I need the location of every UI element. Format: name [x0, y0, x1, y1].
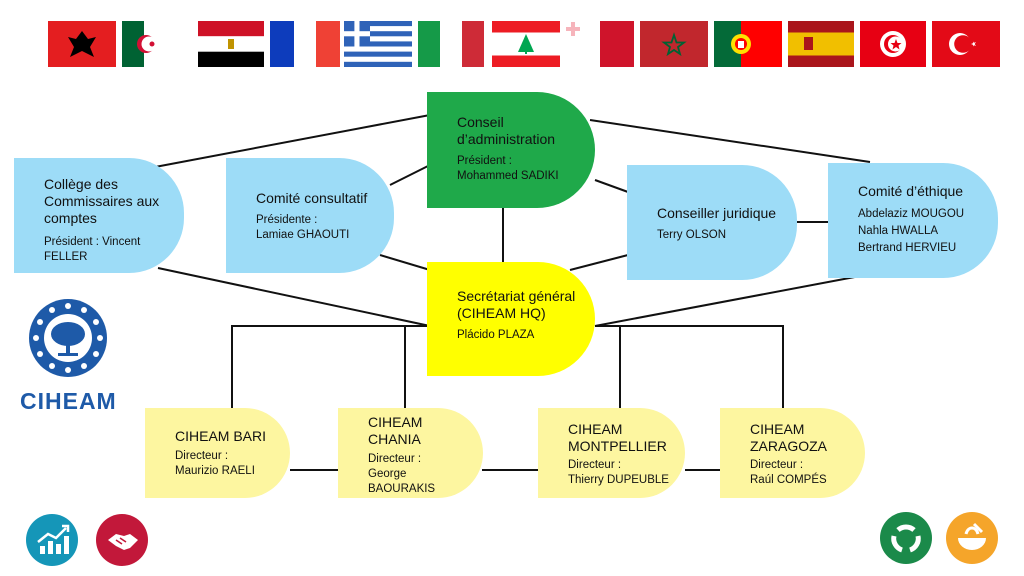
- line-conseil-college: [154, 114, 431, 168]
- node-conseiller-juridique: Conseiller juridique Terry OLSON: [627, 165, 797, 280]
- node-ciheam-montpellier: CIHEAM MONTPELLIER Directeur : Thierry D…: [538, 408, 685, 498]
- node-subtitle-line: Directeur :: [750, 459, 804, 471]
- node-subtitle: Présidente : Lamiae GHAOUTI: [256, 213, 384, 243]
- line-conseil-consultatif: [389, 164, 431, 186]
- recycle-icon: [880, 512, 932, 564]
- node-subtitle-line: Président : Vincent FELLER: [44, 236, 141, 263]
- node-ciheam-zaragoza: CIHEAM ZARAGOZA Directeur : Raúl COMPÉS: [720, 408, 865, 498]
- flag-malta: [600, 21, 634, 67]
- node-subtitle-line: Bertrand HERVIEU: [858, 242, 957, 254]
- ciheam-logo-emblem: [28, 298, 108, 378]
- node-ciheam-bari: CIHEAM BARI Directeur : Maurizio RAELI: [145, 408, 290, 498]
- node-subtitle-line: Directeur :: [175, 450, 229, 462]
- flag-algeria: [122, 21, 166, 67]
- node-ciheam-chania: CIHEAM CHANIA Directeur : George BAOURAK…: [338, 408, 483, 498]
- node-subtitle-line: Directeur :: [568, 459, 622, 471]
- flag-portugal: [714, 21, 782, 67]
- node-subtitle: Directeur : Thierry DUPEUBLE: [568, 458, 679, 488]
- flag-morocco: [640, 21, 708, 67]
- line-juridique-secretariat: [569, 254, 629, 271]
- flag-spain: [788, 21, 854, 67]
- node-subtitle-line: Présidente :: [256, 214, 318, 226]
- node-subtitle: Directeur : Maurizio RAELI: [175, 449, 282, 479]
- flag-italy: [418, 21, 440, 67]
- node-subtitle-line: Lamiae GHAOUTI: [256, 229, 350, 241]
- line-bus-left: [231, 325, 430, 410]
- node-title: Comité consultatif: [256, 190, 368, 206]
- food-bowl-icon: [946, 512, 998, 564]
- node-subtitle-line: Thierry DUPEUBLE: [568, 474, 669, 486]
- node-subtitle-line: Maurizio RAELI: [175, 465, 255, 477]
- node-title: Collège des Commissaires aux comptes: [44, 176, 160, 226]
- node-college-commissaires: Collège des Commissaires aux comptes Pré…: [14, 158, 184, 273]
- node-subtitle-line: Président :: [457, 155, 512, 167]
- flag-greece: [344, 21, 412, 67]
- flag-tunisia: [860, 21, 926, 67]
- node-subtitle-line: Abdelaziz MOUGOU: [858, 208, 965, 220]
- line-consultatif-secretariat: [379, 254, 431, 271]
- node-title: Comité d’éthique: [858, 183, 964, 199]
- flag-turkey: [932, 21, 1000, 67]
- flag-albania: [48, 21, 116, 67]
- node-subtitle: Directeur : George BAOURAKIS: [368, 452, 475, 497]
- flag-italy-red: [462, 21, 484, 67]
- node-secretariat-general: Secrétariat général (CIHEAM HQ) Plácido …: [427, 262, 595, 376]
- node-subtitle-line: Terry OLSON: [657, 229, 727, 241]
- node-title: Secrétariat général (CIHEAM HQ): [457, 288, 576, 321]
- line-bus-right: [595, 325, 784, 410]
- node-subtitle: Président : Mohammed SADIKI: [457, 154, 585, 184]
- node-subtitle-line: Raúl COMPÉS: [750, 474, 827, 486]
- node-subtitle-line: Nahla HWALLA: [858, 225, 939, 237]
- node-subtitle: Abdelaziz MOUGOU Nahla HWALLA Bertrand H…: [858, 206, 988, 257]
- node-subtitle-line: Plácido PLAZA: [457, 329, 535, 341]
- flag-france: [270, 21, 294, 67]
- ciheam-logo-text: CIHEAM: [20, 388, 117, 414]
- node-title: CIHEAM ZARAGOZA: [750, 421, 828, 454]
- node-subtitle: Plácido PLAZA: [457, 328, 585, 343]
- node-comite-consultatif: Comité consultatif Présidente : Lamiae G…: [226, 158, 394, 273]
- node-subtitle-line: George BAOURAKIS: [368, 468, 436, 495]
- line-conseil-juridique: [594, 179, 629, 193]
- line-conseil-ethique: [589, 119, 871, 163]
- node-comite-ethique: Comité d’éthique Abdelaziz MOUGOU Nahla …: [828, 163, 998, 278]
- node-conseil-administration: Conseil d’administration Président : Moh…: [427, 92, 595, 208]
- node-subtitle: Président : Vincent FELLER: [44, 235, 174, 265]
- node-subtitle-line: Mohammed SADIKI: [457, 170, 559, 182]
- line-college-secretariat: [157, 267, 431, 327]
- flag-lebanon: [492, 21, 560, 67]
- node-title: CIHEAM BARI: [175, 428, 267, 444]
- node-title: CIHEAM CHANIA: [368, 414, 423, 447]
- node-subtitle: Terry OLSON: [657, 228, 787, 243]
- flag-egypt: [198, 21, 264, 67]
- node-title: CIHEAM MONTPELLIER: [568, 421, 667, 454]
- node-title: Conseil d’administration: [457, 114, 556, 147]
- line-ethique-secretariat: [594, 275, 861, 327]
- node-title: Conseiller juridique: [657, 205, 777, 221]
- node-subtitle-line: Directeur :: [368, 453, 422, 465]
- growth-chart-icon: [26, 514, 78, 566]
- malta-cross-icon: [566, 22, 580, 36]
- node-subtitle: Directeur : Raúl COMPÉS: [750, 458, 857, 488]
- flag-france-red: [316, 21, 340, 67]
- handshake-icon: [96, 514, 148, 566]
